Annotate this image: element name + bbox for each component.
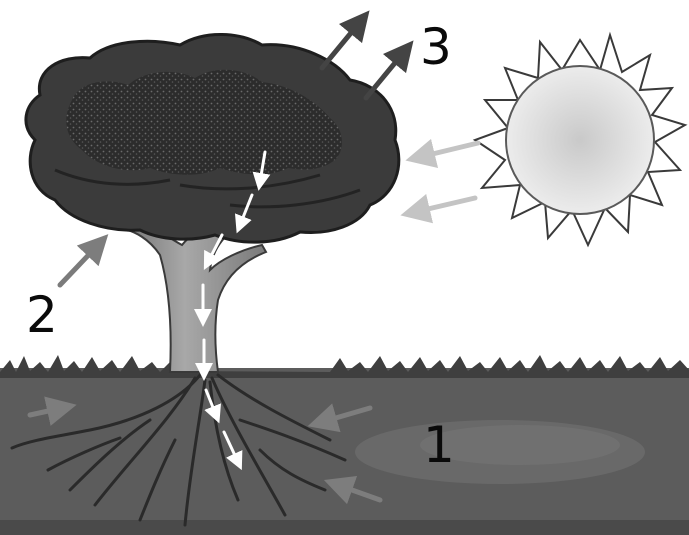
- air-arrow: [60, 245, 98, 285]
- grass-line: [0, 355, 689, 378]
- sun: [475, 35, 685, 245]
- sunlight-arrows: [415, 143, 478, 212]
- tree-trunk: [118, 222, 266, 372]
- marker-label-1: 1: [423, 420, 455, 470]
- marker-label-2: 2: [26, 290, 58, 340]
- marker-label-3: 3: [420, 22, 452, 72]
- soil: [0, 368, 689, 535]
- tree-canopy: [26, 34, 399, 242]
